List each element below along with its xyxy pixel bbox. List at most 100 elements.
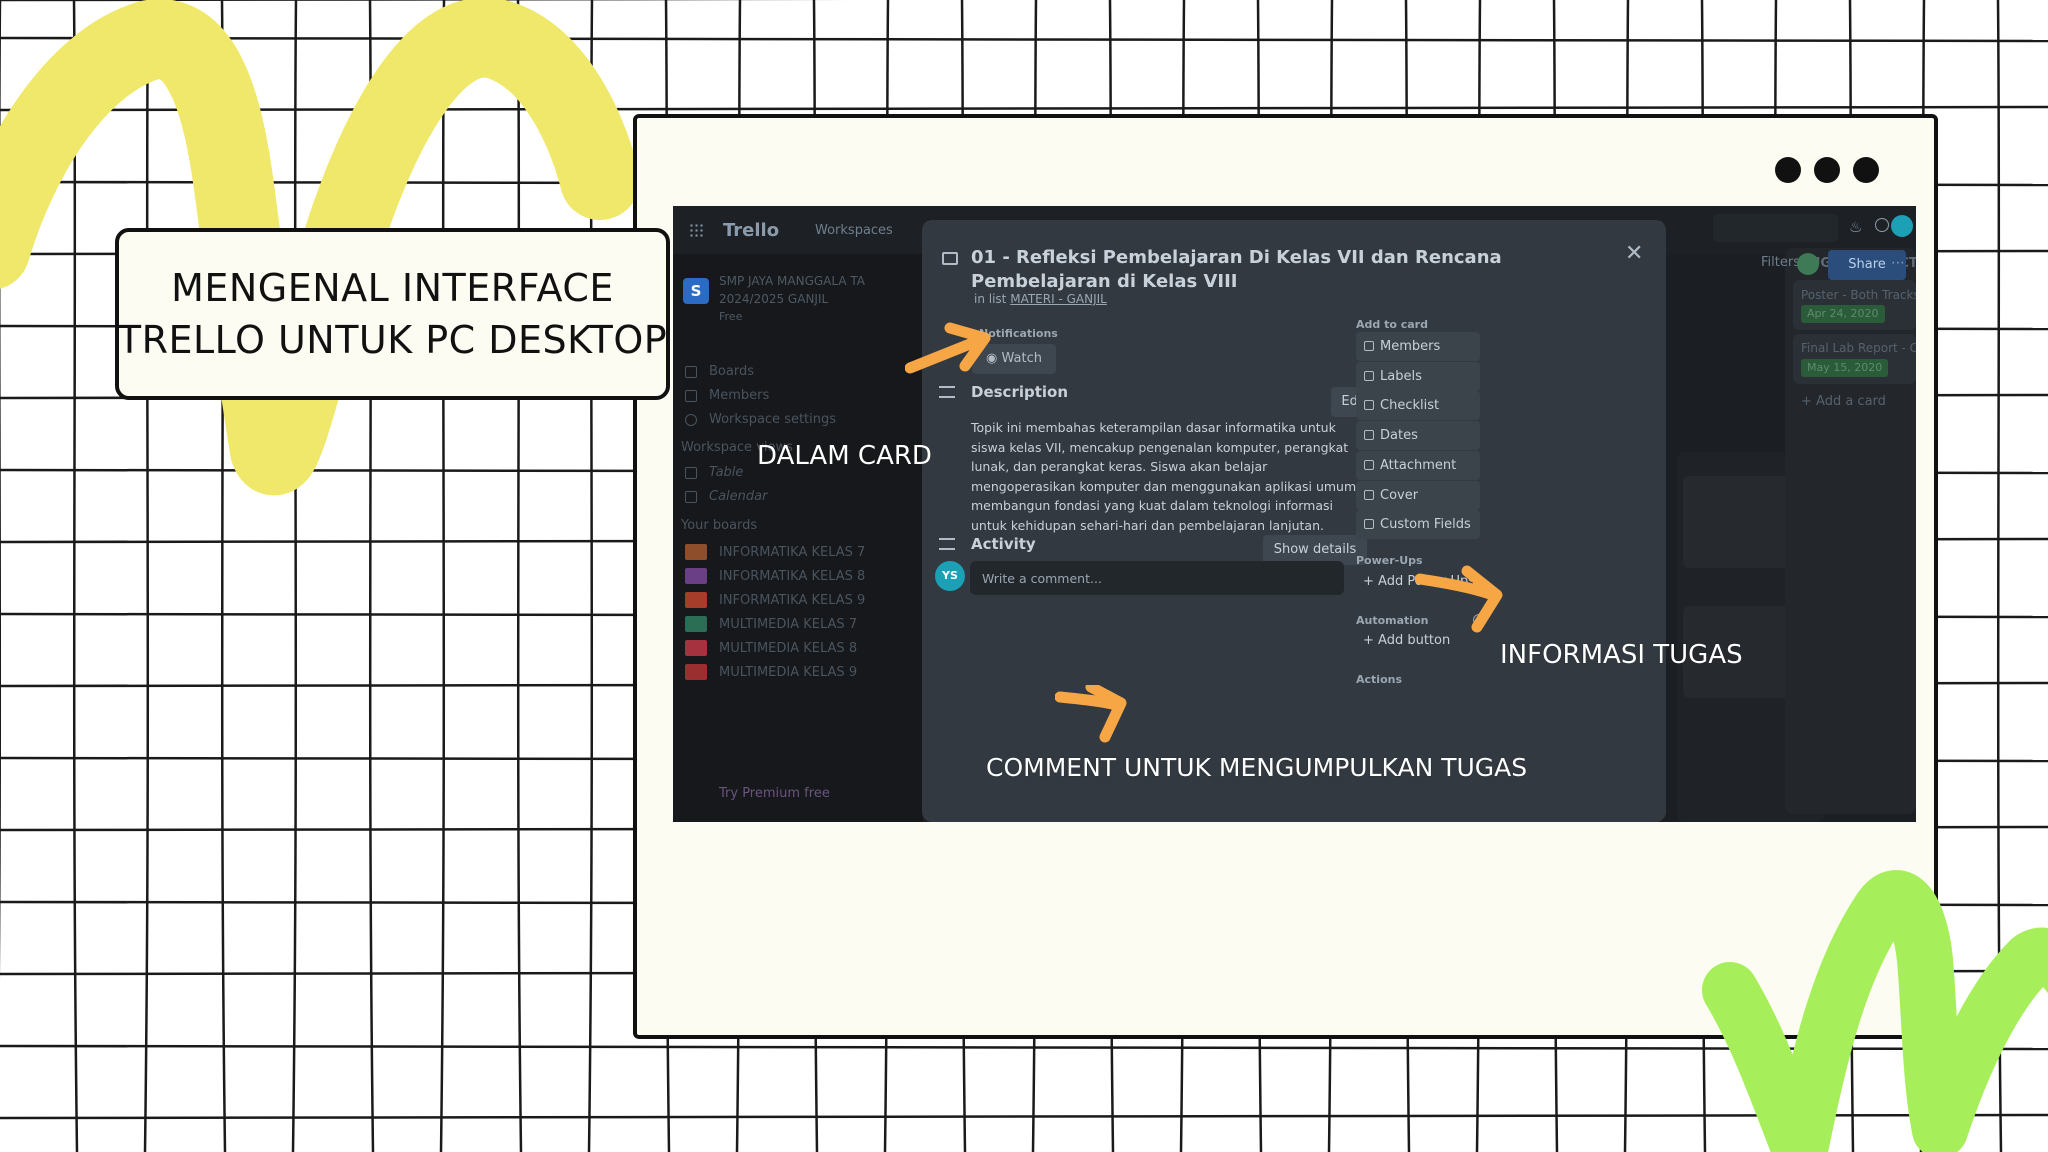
sidebar-heading: Your boards [681, 518, 758, 533]
workspace-plan: Free [719, 310, 743, 323]
sidebar-item-label: Members [709, 388, 770, 403]
comment-input[interactable] [970, 561, 1344, 595]
description-text[interactable]: Topik ini membahas keterampilan dasar in… [971, 420, 1361, 533]
share-button[interactable]: Share [1828, 250, 1906, 280]
sidebar-board-item[interactable]: INFORMATIKA KELAS 7 [685, 544, 865, 560]
try-premium-label: Try Premium free [719, 786, 830, 801]
watch-label: Watch [1001, 351, 1042, 366]
person-icon [685, 389, 697, 402]
sidebar-board-label: MULTIMEDIA KELAS 9 [719, 664, 858, 680]
filters-button[interactable]: Filters [1761, 255, 1800, 270]
add-to-card-checklist-button[interactable]: Checklist [1356, 391, 1480, 421]
yellow-squiggle-decoration [0, 0, 640, 496]
sidebar-item-label: Workspace settings [709, 412, 837, 427]
plus-icon: + [1363, 574, 1374, 589]
cover-icon [1364, 489, 1374, 500]
green-squiggle-decoration [1702, 870, 2048, 1152]
tag-icon [1364, 370, 1374, 381]
description-title: Description [971, 383, 1069, 401]
person-icon [1364, 341, 1374, 351]
add-to-card-label: Labels [1380, 368, 1422, 384]
user-avatar[interactable] [1891, 215, 1913, 237]
grid-line [143, 0, 150, 1152]
apps-grid-icon[interactable] [689, 223, 703, 237]
activity-title: Activity [971, 535, 1036, 553]
annotation-informasi-tugas: INFORMASI TUGAS [1500, 640, 1743, 670]
card-icon [942, 252, 958, 265]
watch-button[interactable]: ◉ Watch [972, 344, 1056, 374]
add-to-card-cover-button[interactable]: Cover [1356, 480, 1480, 510]
add-to-card-label: Dates [1380, 428, 1418, 444]
sidebar-board-item[interactable]: INFORMATIKA KELAS 8 [685, 568, 865, 584]
search-box[interactable] [1713, 214, 1838, 242]
plus-icon: + [1363, 633, 1374, 648]
clock-icon [1364, 430, 1374, 441]
sidebar-board-item[interactable]: MULTIMEDIA KELAS 9 [685, 664, 857, 680]
add-to-card-dates-button[interactable]: Dates [1356, 421, 1480, 451]
trello-logo[interactable]: Trello [723, 220, 780, 241]
power-ups-label: Power-Ups [1356, 554, 1423, 567]
description-icon [939, 386, 955, 398]
more-options-icon[interactable]: ⋯ [1891, 255, 1905, 271]
board-card-title: Final Lab Report - Ca [1801, 341, 1916, 355]
board-card-title: Poster - Both Tracks [1801, 288, 1916, 302]
board-color-swatch [685, 592, 707, 608]
sidebar-item-calendar[interactable]: Calendar [685, 489, 767, 504]
show-details-button[interactable]: Show details [1263, 535, 1367, 565]
board-icon [685, 365, 697, 378]
list-tugas-project [1785, 248, 1916, 814]
add-to-card-label: Members [1380, 339, 1441, 354]
eye-icon: ◉ [986, 351, 998, 366]
slide-title-line-2: TRELLO UNTUK PC DESKTOP [117, 318, 668, 362]
close-icon[interactable]: ✕ [1625, 241, 1644, 266]
sidebar-board-item[interactable]: MULTIMEDIA KELAS 7 [685, 616, 857, 632]
table-icon [685, 466, 697, 479]
board-card-date: May 15, 2020 [1801, 359, 1889, 377]
add-button-button[interactable]: + Add button [1363, 633, 1450, 648]
sidebar-item-label: Table [709, 465, 744, 480]
grid-line [516, 0, 523, 1152]
sidebar-board-label: INFORMATIKA KELAS 9 [719, 592, 866, 608]
sidebar-item-boards[interactable]: Boards [685, 364, 754, 379]
custom-fields-icon [1364, 519, 1374, 530]
bell-icon[interactable]: ♨ [1849, 218, 1863, 236]
calendar-icon [685, 490, 697, 503]
board-color-swatch [685, 616, 707, 632]
annotation-comment: COMMENT UNTUK MENGUMPULKAN TUGAS [986, 753, 1528, 782]
add-card-button[interactable]: + Add a card [1801, 394, 1886, 409]
sidebar-board-item[interactable]: INFORMATIKA KELAS 9 [685, 592, 865, 608]
add-to-card-label: Attachment [1380, 457, 1457, 473]
annotation-dalam-card: DALAM CARD [757, 441, 932, 471]
window-dot-icon [1853, 157, 1879, 183]
board-color-swatch [685, 664, 707, 680]
add-to-card-label: Cover [1380, 487, 1419, 503]
slide-title-line-1: MENGENAL INTERFACE [171, 266, 614, 310]
automation-label: Automation [1356, 614, 1429, 627]
sidebar-board-label: MULTIMEDIA KELAS 8 [719, 640, 858, 656]
workspaces-menu[interactable]: Workspaces [815, 223, 893, 238]
sidebar-item-settings[interactable]: Workspace settings [685, 412, 836, 427]
card-title[interactable]: 01 - Refleksi Pembelajaran Di Kelas VII … [971, 247, 1502, 292]
card-detail-modal: 01 - Refleksi Pembelajaran Di Kelas VII … [922, 220, 1666, 822]
sidebar-board-item[interactable]: MULTIMEDIA KELAS 8 [685, 640, 857, 656]
workspace-avatar: S [683, 278, 709, 304]
board-color-swatch [685, 544, 707, 560]
slide-title-box: MENGENAL INTERFACE TRELLO UNTUK PC DESKT… [115, 228, 670, 400]
add-to-card-members-button[interactable]: Members [1356, 332, 1480, 361]
sidebar: S SMP JAYA MANGGALA TA 2024/2025 GANJIL … [673, 254, 923, 822]
arrow-to-comment-icon [1055, 685, 1127, 743]
sidebar-item-table[interactable]: Table [685, 465, 743, 480]
add-to-card-labels-button[interactable]: Labels [1356, 361, 1480, 391]
sidebar-item-label: Boards [709, 364, 754, 379]
add-to-card-custom-fields-button[interactable]: Custom Fields [1356, 510, 1480, 540]
in-list-prefix: in list [974, 292, 1007, 306]
sidebar-item-members[interactable]: Members [685, 388, 769, 403]
add-to-card-label: Custom Fields [1380, 517, 1471, 533]
help-icon[interactable] [1875, 218, 1889, 232]
list-link[interactable]: MATERI - GANJIL [1010, 292, 1107, 306]
member-avatar [1797, 253, 1819, 275]
board-color-swatch [685, 640, 707, 656]
add-to-card-attachment-button[interactable]: Attachment [1356, 450, 1480, 480]
paperclip-icon [1364, 459, 1374, 470]
sidebar-board-label: MULTIMEDIA KELAS 7 [719, 616, 858, 632]
